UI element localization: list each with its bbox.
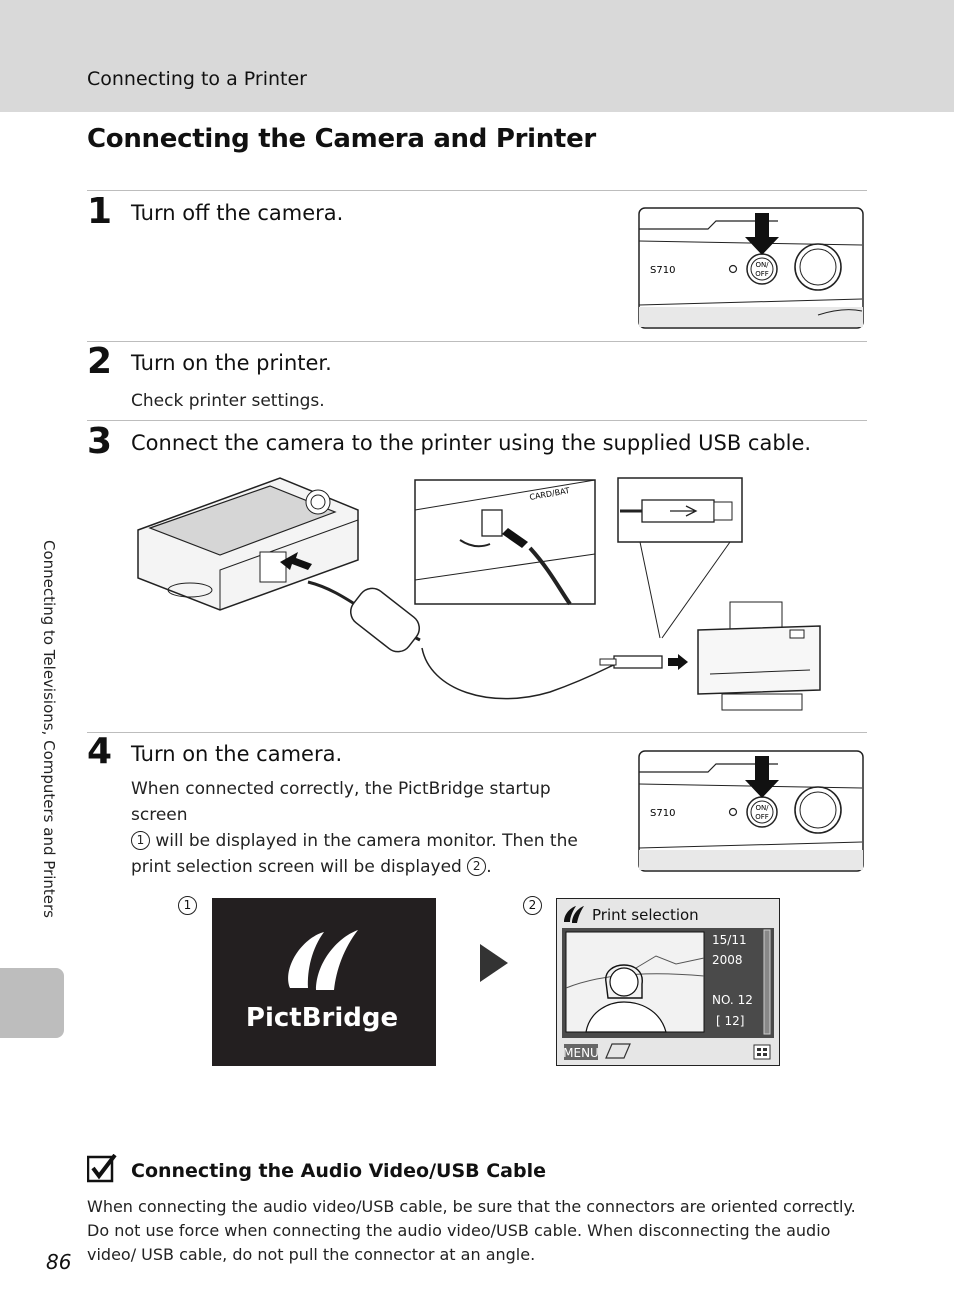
step-4-line-2-text: will be displayed in the camera monitor.…: [150, 831, 578, 851]
power-label-off: OFF: [755, 270, 769, 278]
marker-1-inline: 1: [131, 831, 150, 850]
step-4-number: 4: [87, 731, 113, 772]
step-1-number: 1: [87, 191, 113, 232]
mode-dial-illustration: [794, 243, 842, 291]
section-thumb-tab: [0, 968, 64, 1038]
step-4-line-3-text: print selection screen will be displayed: [131, 857, 468, 877]
camera-model-label: S710: [650, 808, 675, 819]
running-head: Connecting to a Printer: [87, 68, 307, 90]
step-3-number: 3: [87, 421, 113, 462]
step-2-body: Check printer settings.: [131, 391, 325, 411]
printer-illustration: [697, 601, 821, 711]
print-selection-title: Print selection: [592, 906, 699, 924]
pictbridge-logo-text: PictBridge: [246, 1003, 398, 1033]
photo-date-year: 2008: [712, 953, 743, 967]
checkmark-note-icon: [87, 1154, 117, 1183]
press-arrow-icon: [745, 756, 779, 798]
step-4-line-3: print selection screen will be displayed…: [131, 854, 611, 880]
usb-arrow-icon: [668, 654, 688, 670]
scrollbar[interactable]: [763, 929, 771, 1035]
usb-symbol-icon: [670, 505, 698, 517]
figure-marker-1: 1: [178, 896, 197, 915]
divider-rule: [87, 341, 867, 342]
photo-date-day: 15/11: [712, 933, 747, 947]
pictbridge-startup-screen: PictBridge: [212, 898, 436, 1066]
step-4-title: Turn on the camera.: [131, 742, 343, 766]
insert-arrow-icon: [280, 552, 312, 570]
divider-rule: [87, 732, 867, 733]
power-label-off: OFF: [755, 813, 769, 821]
step-3-title: Connect the camera to the printer using …: [131, 431, 812, 455]
step-4-body: When connected correctly, the PictBridge…: [131, 776, 611, 880]
divider-rule: [87, 190, 867, 191]
zoom-icon: [753, 1044, 771, 1060]
note-body: When connecting the audio video/USB cabl…: [87, 1197, 856, 1264]
page-title: Connecting the Camera and Printer: [87, 124, 596, 154]
figure-marker-2: 2: [523, 896, 542, 915]
step-4-line-2: 1 will be displayed in the camera monito…: [131, 828, 611, 854]
pictbridge-logo-icon: [288, 930, 358, 990]
camera-model-label: S710: [650, 265, 675, 276]
step-2-title: Turn on the printer.: [131, 351, 332, 375]
header-band: [0, 0, 954, 112]
print-selection-screen: Print selection 15/11 2008 NO. 12 [ 12] …: [556, 898, 780, 1066]
usb-connection-illustration: CARD/BAT: [137, 477, 821, 711]
photo-number: NO. 12: [712, 993, 753, 1007]
camera-top-illustration-2: S710 ON/ OFF: [638, 750, 864, 872]
step-4-period: .: [486, 857, 492, 877]
port-closeup-inset: CARD/BAT: [414, 479, 596, 606]
usb-plug-inset: [617, 477, 743, 639]
mode-dial-illustration: [794, 786, 842, 834]
step-2-number: 2: [87, 341, 113, 382]
sidebar-section-label: Connecting to Televisions, Computers and…: [40, 540, 58, 918]
power-label-on: ON/: [755, 804, 769, 812]
divider-rule: [87, 420, 867, 421]
note-title: Connecting the Audio Video/USB Cable: [131, 1160, 546, 1182]
next-arrow-icon: [480, 944, 508, 982]
step-4-line-1: When connected correctly, the PictBridge…: [131, 779, 551, 825]
print-set-icon: [605, 1043, 631, 1059]
camera-top-illustration-1: S710 ON/ OFF: [638, 207, 864, 329]
photo-count: [ 12]: [716, 1014, 744, 1028]
menu-button-label: MENU: [563, 1046, 599, 1060]
press-arrow-icon: [745, 213, 779, 255]
marker-2-inline: 2: [467, 857, 487, 876]
step-1-title: Turn off the camera.: [131, 201, 344, 225]
pictbridge-small-icon: [564, 906, 584, 923]
power-label-on: ON/: [755, 261, 769, 269]
page-number: 86: [46, 1250, 72, 1274]
camera-back-illustration: [137, 477, 359, 611]
